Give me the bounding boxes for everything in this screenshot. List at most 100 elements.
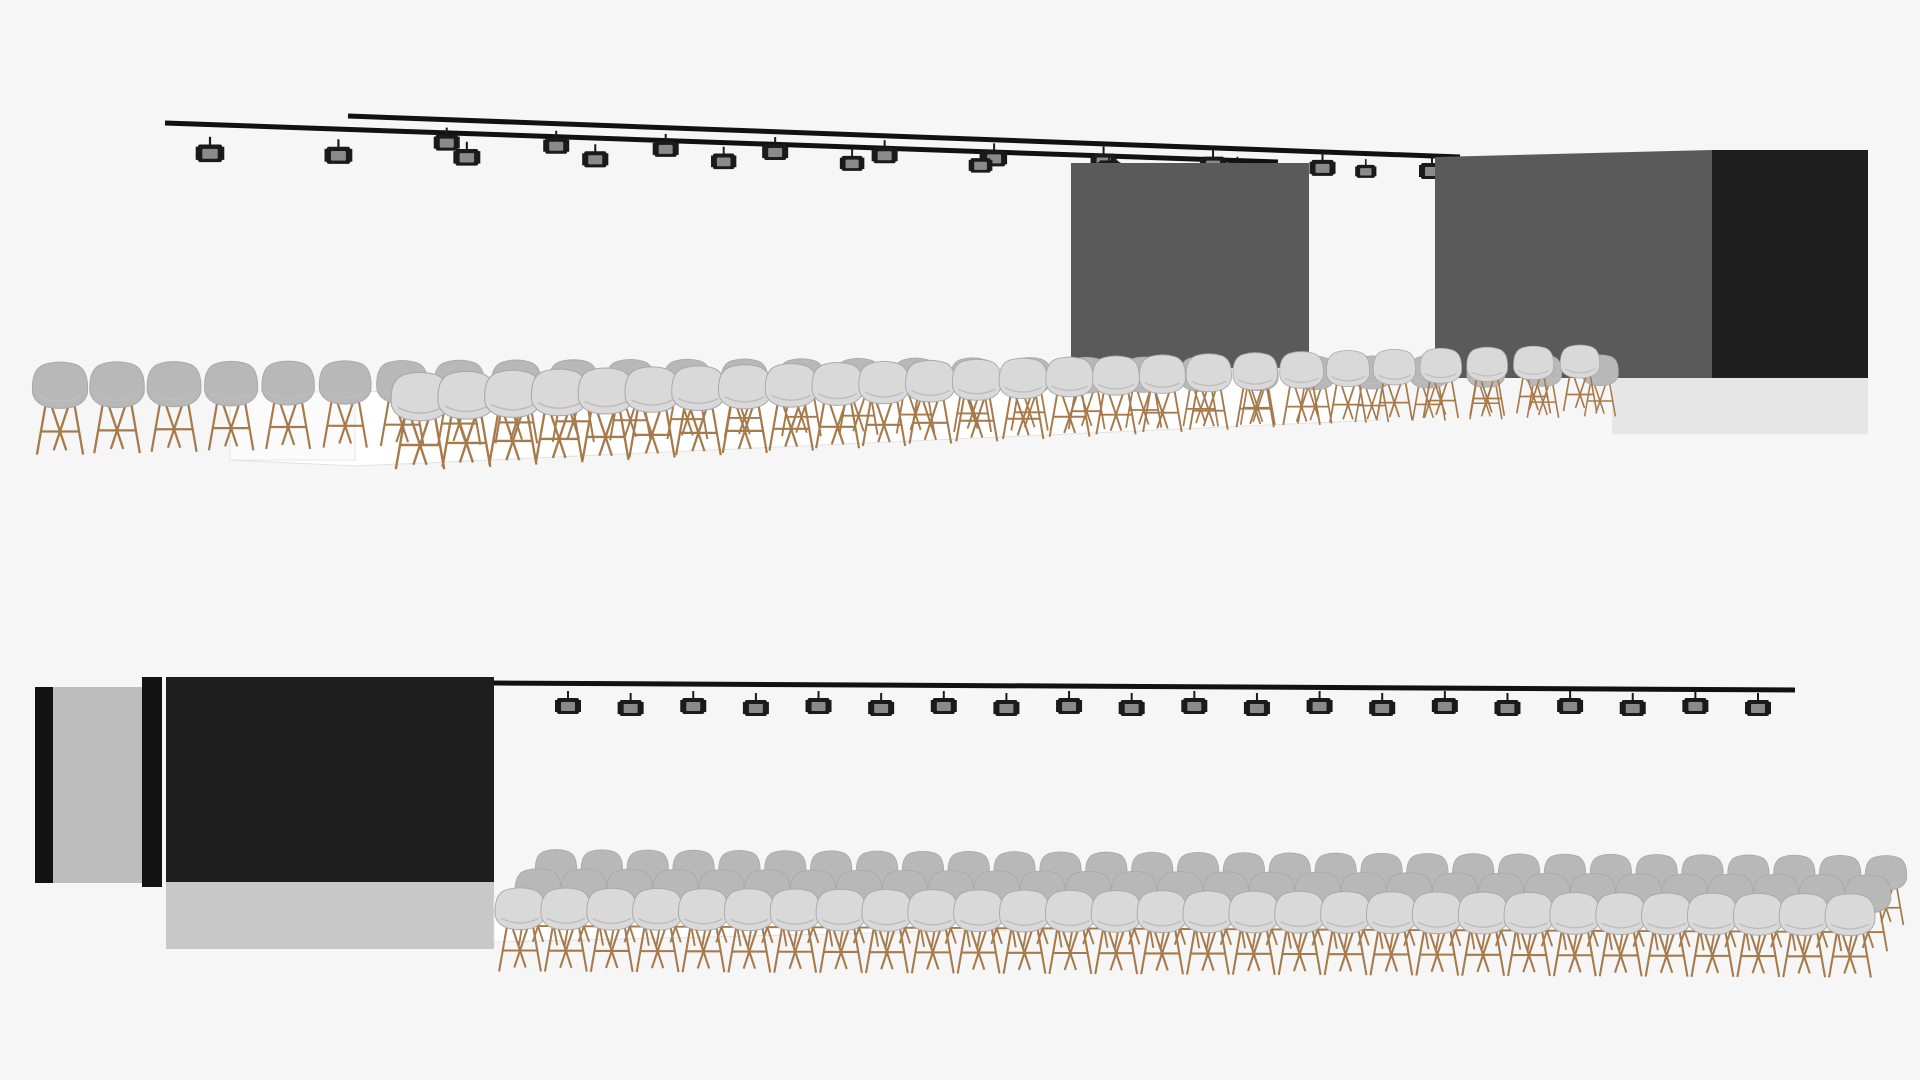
chair (31, 361, 89, 455)
chair (1559, 344, 1601, 412)
chair (577, 367, 634, 461)
chair (89, 361, 145, 454)
chair (1090, 890, 1142, 975)
chair (1092, 355, 1140, 435)
spotlight-icon (1306, 691, 1333, 714)
spotlight-icon (871, 140, 898, 164)
spotlight-icon (1243, 693, 1270, 716)
chair (1326, 350, 1370, 423)
runway-render-top (31, 113, 1868, 470)
chair (905, 359, 956, 444)
spotlight-icon (1309, 152, 1336, 176)
spotlight-icon (582, 144, 609, 168)
chair (540, 887, 592, 972)
lighting-rails (164, 113, 1461, 165)
spotlight-icon (968, 151, 993, 173)
chair (769, 888, 821, 973)
chair (318, 360, 372, 448)
runway-view-top (31, 113, 1868, 470)
chair (999, 889, 1050, 974)
chair (861, 888, 913, 974)
chair (624, 366, 680, 458)
chair (1232, 352, 1278, 428)
chair (678, 888, 729, 973)
chair (858, 360, 910, 447)
spotlight-icon (433, 127, 460, 151)
spotlight-icon (1619, 693, 1646, 716)
chair (390, 371, 450, 470)
chair (764, 363, 818, 451)
chair (1419, 347, 1462, 419)
chair (1185, 353, 1232, 430)
chair (1372, 348, 1416, 421)
spotlight-icon (1355, 159, 1377, 178)
spotlight-icon (930, 691, 957, 714)
chair (1513, 345, 1555, 414)
lighting-rails (492, 680, 1796, 693)
lighting-rail (164, 120, 1279, 165)
chair (484, 369, 542, 465)
backdrop-cube-front (166, 677, 494, 882)
lighting-rail (492, 680, 1796, 693)
spotlight-icon (839, 149, 865, 171)
chair (815, 888, 867, 974)
chair-rows (31, 344, 1619, 470)
chair (1228, 890, 1280, 975)
spotlight-icon (555, 691, 581, 714)
side-panel-edge (142, 677, 162, 887)
runway-view-bottom (0, 540, 1920, 1080)
side-panel (35, 687, 155, 883)
spotlight-icon (652, 133, 679, 157)
chair (1824, 893, 1876, 978)
spotlight-icon (742, 693, 769, 716)
side-panel-edge (35, 687, 53, 883)
chair (1274, 890, 1326, 976)
backdrop-cube-side (1712, 150, 1868, 378)
spotlight-icon (1369, 693, 1396, 716)
spotlight-icon (324, 139, 353, 164)
chair (494, 887, 546, 972)
chair (717, 364, 772, 454)
chair (998, 357, 1048, 440)
chair (261, 360, 315, 450)
backdrop-plinth (166, 882, 494, 949)
spotlight-icon (711, 146, 737, 170)
chair (1595, 892, 1647, 977)
backdrop-panel (1071, 163, 1309, 368)
chair (586, 887, 638, 972)
spotlight-icon (543, 130, 570, 154)
chair (1045, 356, 1094, 437)
backdrop-plinth (1612, 378, 1868, 434)
spotlight-icon (617, 693, 644, 716)
spotlight-icon (1557, 691, 1584, 714)
chair (1138, 354, 1186, 433)
spotlight-icon (195, 136, 225, 163)
backdrop-blocks (1071, 150, 1868, 434)
spotlight-icon (1745, 693, 1771, 716)
chair (1732, 892, 1784, 978)
spotlight-icon (993, 693, 1020, 716)
chair (907, 889, 959, 974)
spotlight-icon (680, 691, 707, 714)
chair (1136, 890, 1188, 975)
chair (953, 889, 1005, 974)
spotlight-icon (762, 137, 789, 161)
lighting-rail (347, 113, 1461, 160)
spotlight-icon (805, 691, 832, 714)
chair (1687, 892, 1738, 977)
chair (1279, 351, 1324, 426)
backdrop-blocks (35, 677, 494, 949)
spotlight-icon (453, 141, 481, 166)
chair-rows (494, 849, 1908, 978)
chair (723, 888, 775, 973)
chair (1641, 892, 1692, 977)
spotlight-icon (1056, 691, 1083, 714)
chair (951, 358, 1002, 442)
chair (1457, 891, 1509, 976)
chair (811, 362, 864, 449)
chair (204, 360, 259, 451)
spotlight-icon (1682, 691, 1709, 714)
spotlight-group (555, 691, 1771, 716)
spotlight-icon (1181, 691, 1208, 714)
spotlight-icon (1431, 691, 1458, 714)
